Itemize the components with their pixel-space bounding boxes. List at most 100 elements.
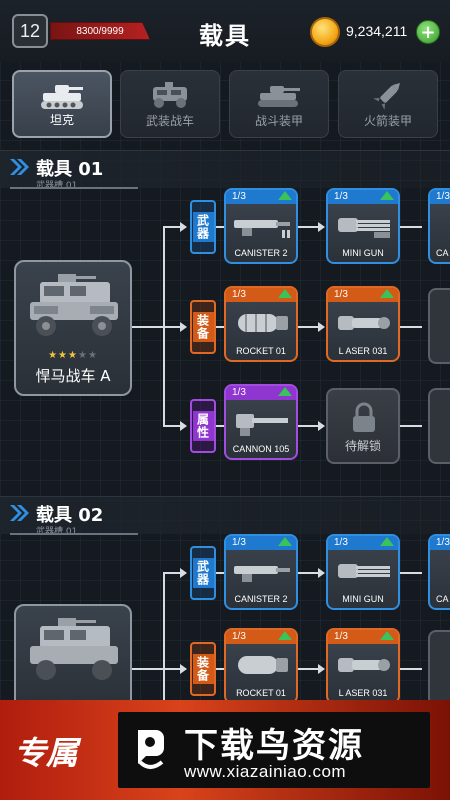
weapon-slot[interactable]: 1/3 ROCKET 01 — [224, 628, 298, 704]
weapon-slot[interactable]: 1/3 MINI GUN — [326, 534, 400, 610]
vehicle-card[interactable]: ★★★★★ 悍马战车 A — [14, 260, 132, 396]
upgrade-arrow-icon — [278, 631, 292, 640]
upgrade-arrow-icon — [380, 289, 394, 298]
section-underline — [10, 533, 138, 535]
vehicle-name: 悍马战车 A — [35, 367, 111, 385]
vehicle-section-01: 载具 01 武器槽 01 ★★★★★ 悍马战车 A 武器 1/3 CANISTE… — [0, 150, 450, 495]
gold-coin-icon — [310, 17, 340, 47]
tree-connector — [132, 326, 164, 328]
arrow-right-icon — [180, 322, 187, 332]
tab-armored-car[interactable]: 武装战车 — [120, 70, 220, 138]
weapon-slot[interactable]: 1/3 ROCKET 01 — [224, 286, 298, 362]
upgrade-arrow-icon — [380, 631, 394, 640]
branch-label: 武器 — [192, 558, 214, 588]
canister-weapon-icon — [234, 566, 290, 582]
tree-connector — [163, 226, 185, 228]
tree-connector — [298, 226, 320, 228]
weapon-name: CANNON 105 — [232, 444, 290, 454]
tab-label: 火箭装甲 — [363, 114, 412, 128]
branch-label: 装备 — [192, 312, 214, 342]
upgrade-count: 1/3 — [334, 289, 348, 300]
branch-label: 武器 — [192, 212, 214, 242]
weapon-slot[interactable]: 1/3 MINI GUN — [326, 188, 400, 264]
weapon-name: L ASER 031 — [338, 688, 388, 698]
arrow-right-icon — [180, 222, 187, 232]
arrow-right-icon — [318, 568, 325, 578]
weapon-name: ROCKET 01 — [236, 688, 286, 698]
coin-counter: 9,234,211 + — [310, 17, 440, 47]
weapon-slot-partial[interactable]: 1/3 CA — [428, 534, 450, 610]
tree-connector — [400, 226, 422, 228]
tab-rocket-armor[interactable]: 火箭装甲 — [338, 70, 438, 138]
tree-connector — [216, 668, 224, 670]
coin-amount: 9,234,211 — [346, 23, 408, 39]
weapon-slot-partial[interactable] — [428, 388, 450, 464]
upgrade-count: 1/3 — [334, 191, 348, 202]
weapon-name: CANISTER 2 — [234, 248, 288, 258]
tab-combat-armor[interactable]: 战斗装甲 — [229, 70, 329, 138]
upgrade-arrow-icon — [278, 289, 292, 298]
player-level-badge[interactable]: 12 — [12, 14, 48, 48]
upgrade-count: 1/3 — [436, 537, 450, 548]
section-title: 载具 01 — [36, 159, 104, 180]
add-coins-button[interactable]: + — [416, 20, 440, 44]
tree-connector — [216, 226, 224, 228]
arrow-right-icon — [180, 568, 187, 578]
branch-label: 属性 — [192, 411, 214, 441]
upgrade-count: 1/3 — [232, 387, 246, 398]
weapon-slot[interactable]: 1/3 CANISTER 2 — [224, 188, 298, 264]
section-subtitle: 武器槽 01 — [36, 527, 78, 537]
banner-text: 专属 — [14, 734, 79, 772]
tree-connector — [298, 572, 320, 574]
tab-label: 武装战车 — [145, 114, 194, 128]
weapon-name: CA — [436, 248, 449, 258]
arrow-right-icon — [318, 664, 325, 674]
tree-connector — [400, 668, 422, 670]
branch-weapon: 武器 — [190, 200, 216, 254]
section-subtitle: 武器槽 01 — [36, 181, 78, 191]
page-title: 载具 — [199, 22, 251, 50]
weapon-slot-partial[interactable] — [428, 288, 450, 364]
upgrade-count: 1/3 — [232, 631, 246, 642]
watermark-title: 下载鸟资源 — [184, 726, 364, 766]
weapon-slot-partial[interactable]: 1/3 CA — [428, 188, 450, 264]
weapon-name: CANISTER 2 — [234, 594, 288, 604]
rocket-pod-icon — [238, 314, 288, 332]
rocket-icon — [339, 79, 437, 111]
upgrade-arrow-icon — [278, 537, 292, 546]
upgrade-count: 1/3 — [232, 191, 246, 202]
watermark-url: www.xiazainiao.com — [184, 762, 347, 781]
xp-progress-bar: 8300/9999 — [50, 22, 150, 40]
branch-equipment: 装备 — [190, 300, 216, 354]
weapon-slot[interactable]: 1/3 CANISTER 2 — [224, 534, 298, 610]
tank-icon — [14, 80, 110, 112]
vehicle-card[interactable] — [14, 604, 132, 714]
weapon-slot-partial[interactable] — [428, 630, 450, 706]
tree-connector — [400, 326, 422, 328]
tree-connector — [216, 326, 224, 328]
tree-connector — [400, 572, 422, 574]
tree-connector — [400, 425, 422, 427]
branch-label: 装备 — [192, 654, 214, 684]
canister-weapon-icon — [234, 220, 290, 238]
tree-connector — [163, 572, 185, 574]
branch-equipment: 装备 — [190, 642, 216, 696]
section-header: 载具 02 武器槽 01 — [0, 496, 450, 537]
arrow-right-icon — [318, 222, 325, 232]
weapon-slot[interactable]: 1/3 L ASER 031 — [326, 628, 400, 704]
tree-connector — [298, 326, 320, 328]
double-chevron-icon — [10, 159, 29, 175]
tab-label: 战斗装甲 — [254, 114, 303, 128]
weapon-slot[interactable]: 1/3 L ASER 031 — [326, 286, 400, 362]
section-header: 载具 01 武器槽 01 — [0, 150, 450, 191]
tab-tank[interactable]: 坦克 — [12, 70, 112, 138]
arrow-right-icon — [180, 421, 187, 431]
humvee-image — [30, 618, 118, 680]
upgrade-arrow-icon — [380, 191, 394, 200]
weapon-slot[interactable]: 1/3 CANNON 105 — [224, 384, 298, 460]
upgrade-count: 1/3 — [436, 191, 450, 202]
weapon-name: CA — [436, 594, 449, 604]
locked-slot[interactable]: 待解锁 — [326, 388, 400, 464]
rocket-pod-icon — [238, 656, 288, 674]
tree-connector — [163, 326, 185, 328]
